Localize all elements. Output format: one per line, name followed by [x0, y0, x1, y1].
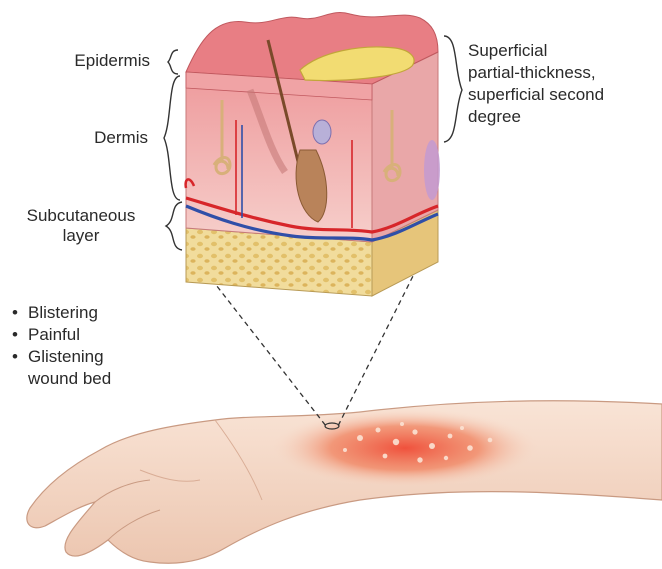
classification-line2: partial-thickness,: [468, 62, 604, 84]
skin-cross-section: [186, 12, 440, 296]
arm: [27, 401, 662, 564]
label-dermis: Dermis: [30, 128, 148, 148]
feature-item: Painful: [12, 324, 104, 346]
label-classification: Superficial partial-thickness, superfici…: [468, 40, 604, 128]
classification-line1: Superficial: [468, 40, 604, 62]
classification-line3: superficial second: [468, 84, 604, 106]
label-subcutaneous: Subcutaneous layer: [2, 206, 160, 246]
classification-line4: degree: [468, 106, 604, 128]
feature-item-continuation: wound bed: [28, 368, 111, 390]
feature-item: Glistening: [12, 346, 104, 368]
feature-item: Blistering: [12, 302, 104, 324]
label-subcutaneous-line1: Subcutaneous: [2, 206, 160, 226]
burn-area: [270, 408, 540, 488]
feature-list: Blistering Painful Glistening: [12, 302, 104, 368]
label-epidermis: Epidermis: [30, 51, 150, 71]
label-subcutaneous-line2: layer: [2, 226, 160, 246]
